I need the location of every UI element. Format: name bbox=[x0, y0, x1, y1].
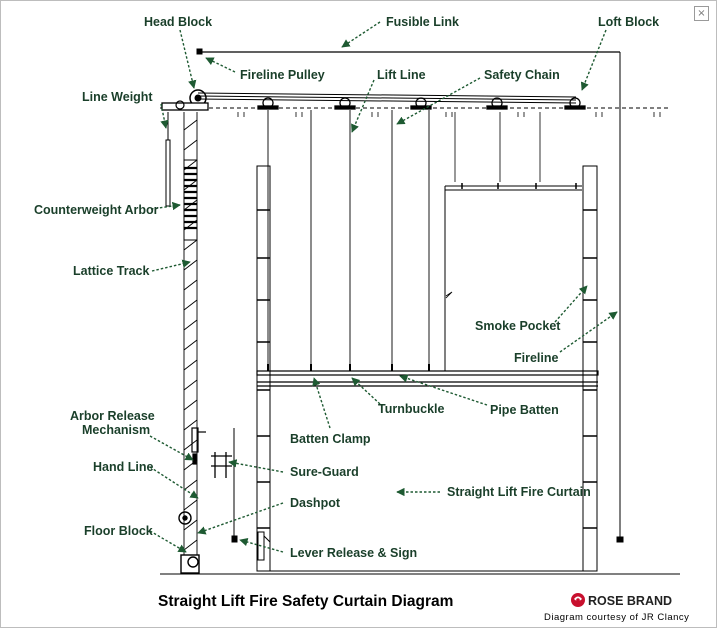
lift-lines bbox=[197, 92, 577, 104]
grid-ticks bbox=[237, 112, 661, 117]
brand-name: ROSE BRAND bbox=[588, 594, 672, 608]
label-fusible-link: Fusible Link bbox=[386, 15, 459, 29]
line-art bbox=[160, 48, 680, 575]
sure-guard-shape bbox=[211, 452, 232, 478]
label-pipe-batten: Pipe Batten bbox=[490, 403, 559, 417]
lift-line-drops bbox=[267, 110, 430, 372]
label-hand-line: Hand Line bbox=[93, 460, 153, 474]
pipe-batten bbox=[256, 370, 599, 387]
label-turnbuckle: Turnbuckle bbox=[378, 402, 444, 416]
floor-block-shape bbox=[178, 511, 200, 574]
arbor-release-shape bbox=[191, 427, 206, 465]
diagram-title: Straight Lift Fire Safety Curtain Diagra… bbox=[158, 593, 453, 610]
label-fireline-pulley: Fireline Pulley bbox=[240, 68, 325, 82]
label-loft-block: Loft Block bbox=[598, 15, 659, 29]
label-head-block: Head Block bbox=[144, 15, 212, 29]
leader-lines bbox=[149, 21, 618, 553]
labels: Head Block Fusible Link Loft Block Firel… bbox=[34, 15, 659, 560]
close-icon[interactable]: × bbox=[694, 6, 709, 21]
rose-icon bbox=[571, 593, 585, 607]
line-weight-shape bbox=[165, 112, 171, 207]
dashpot-shape bbox=[231, 428, 238, 543]
label-arbor-release-2: Mechanism bbox=[82, 423, 150, 437]
label-safety-chain: Safety Chain bbox=[484, 68, 560, 82]
label-lever-release: Lever Release & Sign bbox=[290, 546, 417, 560]
label-arbor-release-1: Arbor Release bbox=[70, 409, 155, 423]
smoke-pocket-right bbox=[582, 165, 598, 572]
rose-brand-logo: ROSE BRAND bbox=[571, 593, 672, 608]
lattice-track bbox=[183, 112, 198, 555]
loft-blocks bbox=[257, 97, 586, 110]
label-sure-guard: Sure-Guard bbox=[290, 465, 359, 479]
label-fireline: Fireline bbox=[514, 351, 559, 365]
label-floor-block: Floor Block bbox=[84, 524, 153, 538]
counterweight-arbor-shape bbox=[183, 159, 198, 241]
curtain-lower bbox=[257, 386, 597, 572]
label-lift-line: Lift Line bbox=[377, 68, 426, 82]
label-fire-curtain: Straight Lift Fire Curtain bbox=[447, 485, 591, 499]
label-smoke-pocket: Smoke Pocket bbox=[475, 319, 561, 333]
label-batten-clamp: Batten Clamp bbox=[290, 432, 371, 446]
head-block bbox=[161, 89, 209, 111]
label-counterweight-arbor: Counterweight Arbor bbox=[34, 203, 159, 217]
fusible-link-anchor bbox=[196, 48, 203, 55]
diagram-credit: Diagram courtesy of JR Clancy bbox=[544, 612, 689, 623]
label-dashpot: Dashpot bbox=[290, 496, 341, 510]
label-lattice-track: Lattice Track bbox=[73, 264, 149, 278]
upper-curtain bbox=[444, 112, 582, 372]
label-line-weight: Line Weight bbox=[82, 90, 153, 104]
